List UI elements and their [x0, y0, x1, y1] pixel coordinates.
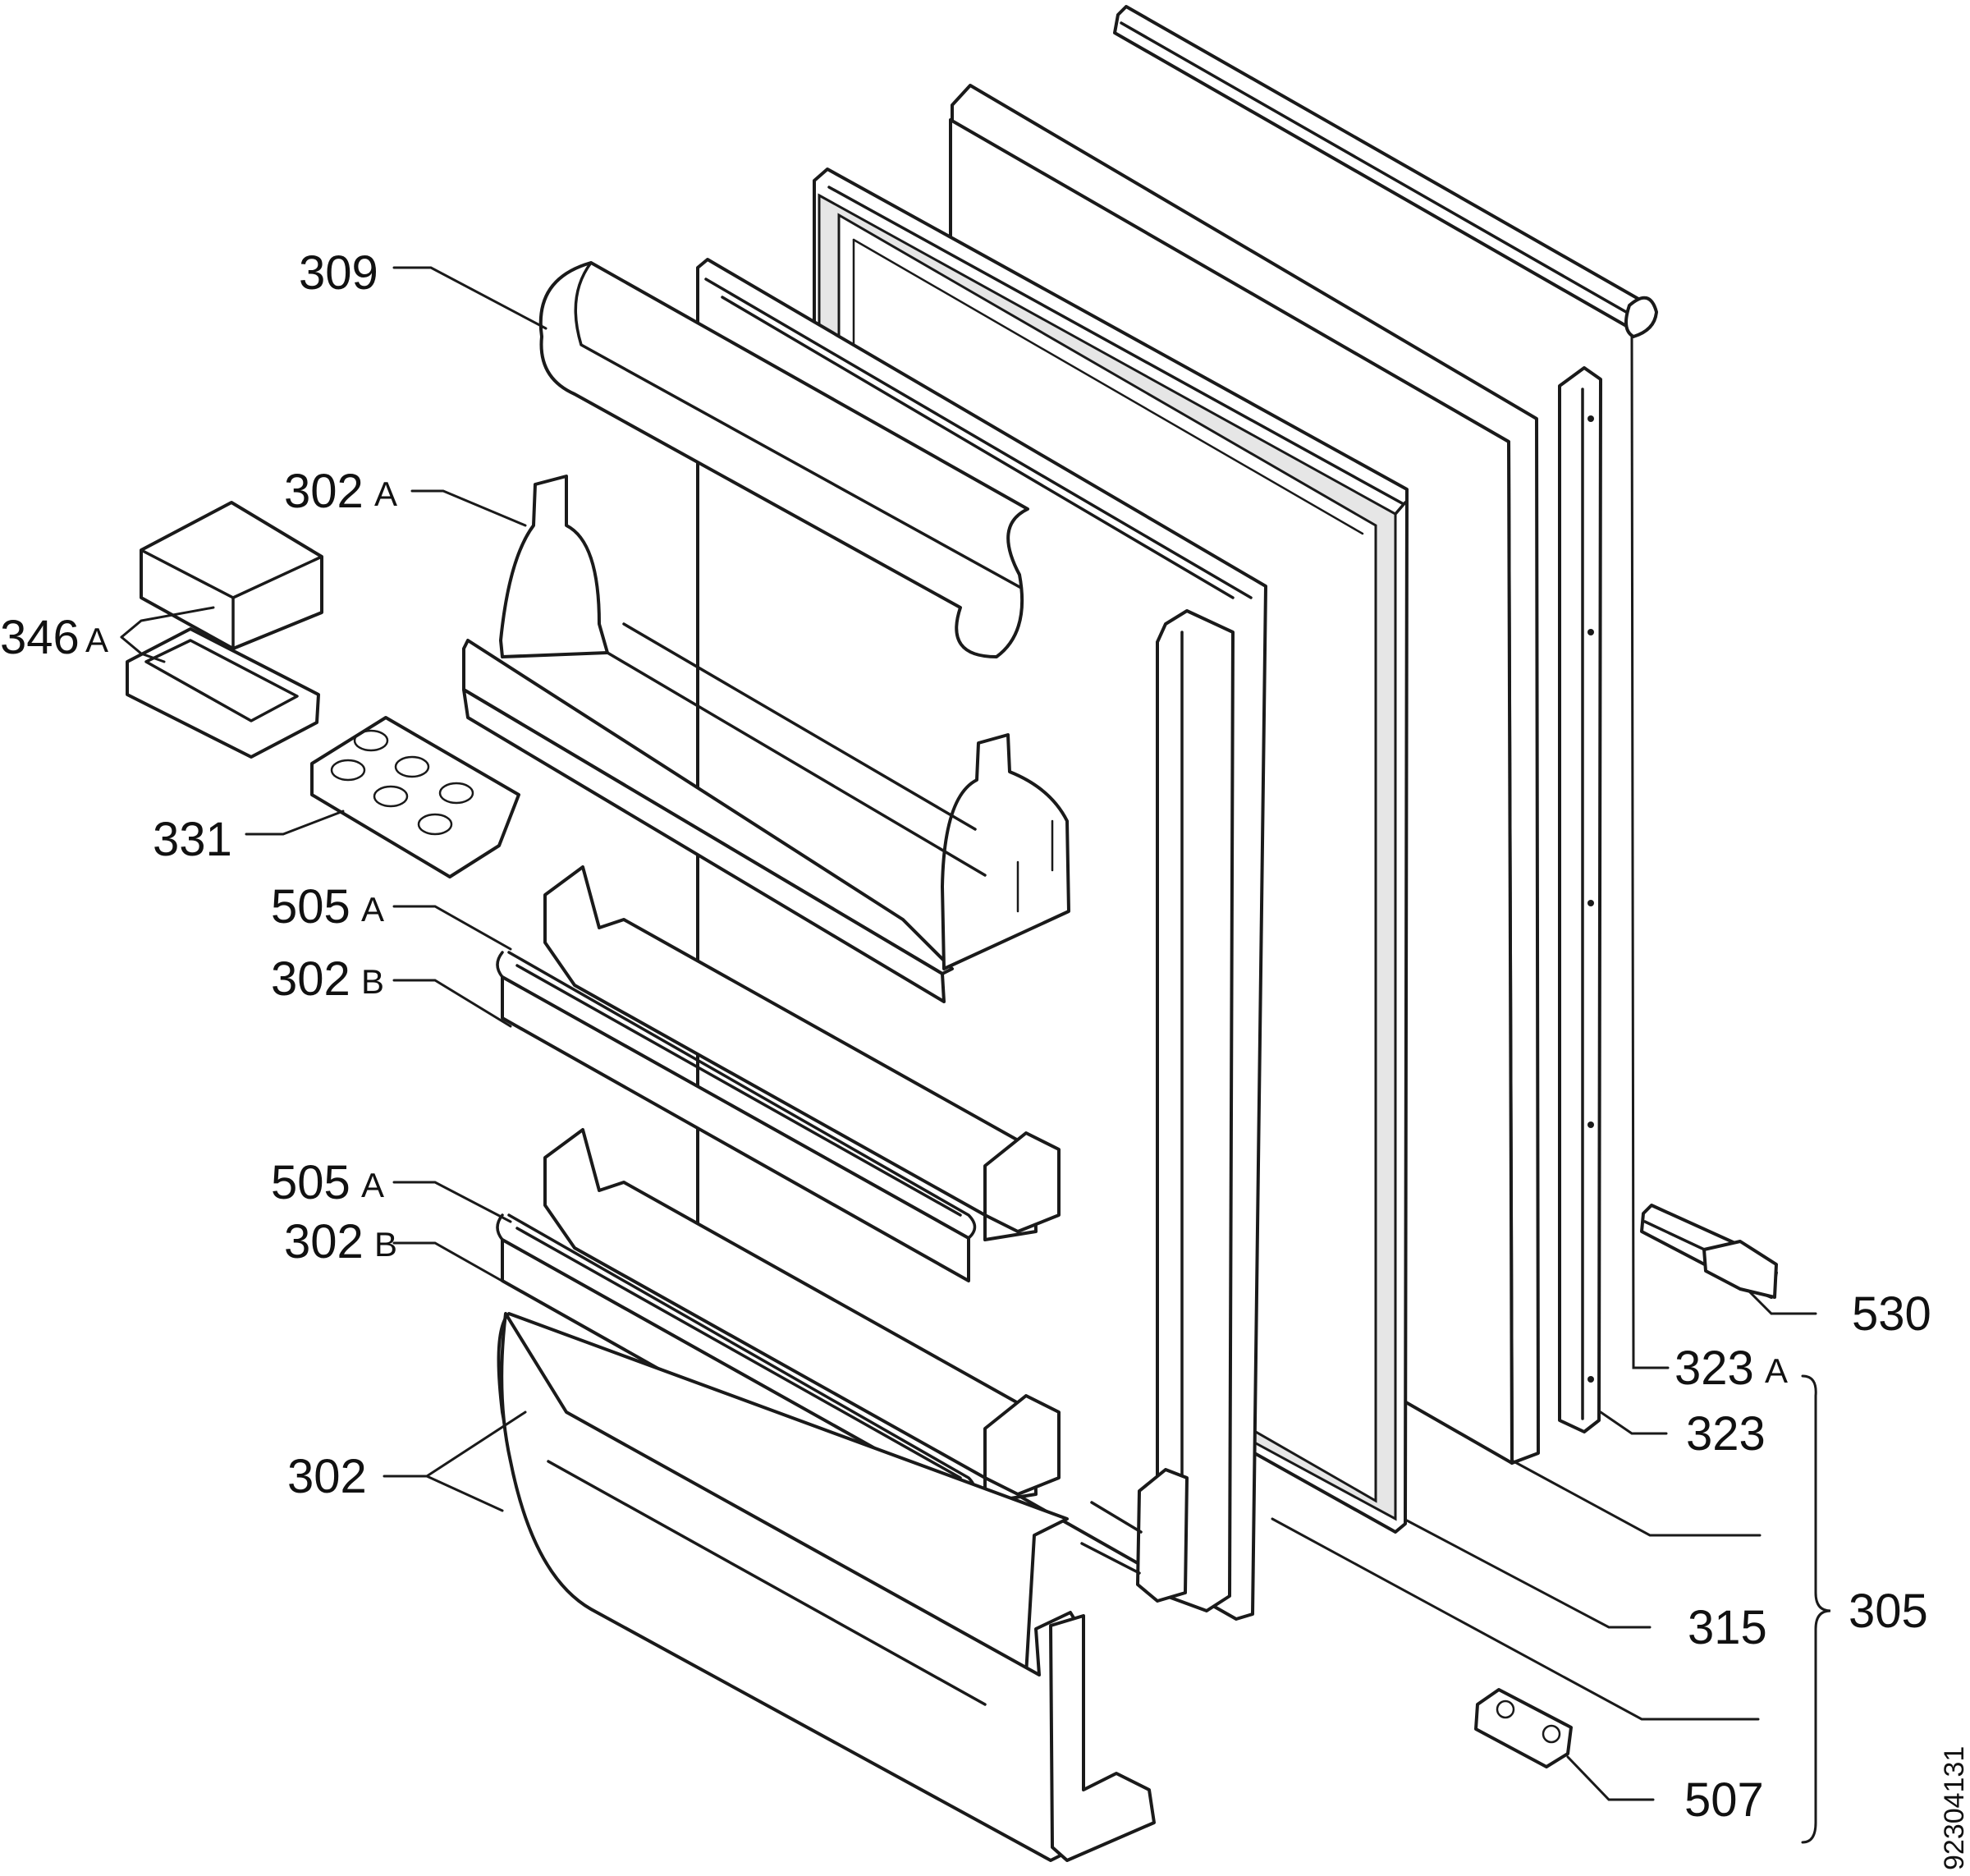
part-507-hinge: [1474, 1688, 1573, 1768]
part-309-cover: [538, 261, 1029, 658]
bottom-rail-530: [1640, 1204, 1778, 1299]
part-302b-shelf-1: [496, 865, 1061, 1282]
top-rail: [1113, 5, 1658, 338]
callout-315-number: 315: [1688, 1601, 1767, 1654]
callout-505a-2-suffix: A: [361, 1166, 384, 1204]
part-302a-shelf: [462, 475, 1070, 1003]
callout-305-number: 305: [1849, 1585, 1928, 1638]
callout-302b-2-suffix: B: [374, 1225, 397, 1264]
callout-302b-2-number: 302: [284, 1215, 364, 1268]
callout-323a-number: 323: [1674, 1342, 1754, 1395]
part-302-bottom-bin: [497, 1312, 1156, 1862]
callout-530-number: 530: [1852, 1287, 1931, 1341]
callout-302a-number: 302: [284, 465, 364, 518]
callout-507-number: 507: [1684, 1773, 1764, 1827]
callout-331-number: 331: [153, 813, 232, 866]
callout-323a-suffix: A: [1765, 1351, 1788, 1390]
part-331-egg-tray: [310, 716, 520, 878]
callout-302b-1-suffix: B: [361, 962, 384, 1001]
callout-505a-1-suffix: A: [361, 890, 384, 929]
hinge-strip-323: [1558, 366, 1602, 1433]
callout-346a-number: 346: [0, 611, 80, 664]
callout-302a-suffix: A: [374, 475, 397, 513]
callout-346a-suffix: A: [85, 621, 108, 659]
callout-323-number: 323: [1686, 1407, 1766, 1461]
callout-302b-1-number: 302: [271, 952, 350, 1006]
callout-505a-1-number: 505: [271, 880, 350, 933]
callout-labels: 309 302 A 346 A 331 505 A 302 B 505 A 30…: [0, 246, 1970, 1870]
callout-302-number: 302: [287, 1450, 367, 1503]
part-346a-butter-dish: [126, 501, 323, 759]
callout-309-number: 309: [299, 246, 378, 300]
document-number: 92304131: [1939, 1746, 1970, 1870]
leader-lines: [120, 266, 1831, 1844]
callout-505a-2-number: 505: [271, 1156, 350, 1209]
